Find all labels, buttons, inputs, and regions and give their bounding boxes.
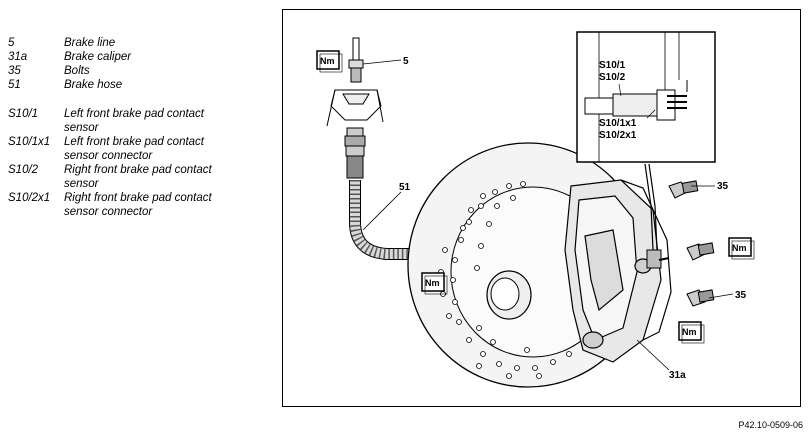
legend-row-s10-2x1: S10/2x1 Right front brake pad contact se… <box>8 191 278 219</box>
torque-label: Nm <box>732 243 747 253</box>
callout-brake-hose: 51 <box>399 182 411 193</box>
legend-row-brake-line: 5 Brake line <box>8 36 278 50</box>
legend-code: S10/2 <box>8 164 39 176</box>
leader-lines <box>362 59 734 371</box>
callout-brake-line: 5 <box>403 56 409 67</box>
legend-desc: Brake caliper <box>64 51 132 63</box>
legend-row-s10-2: S10/2 Right front brake pad contact sens… <box>8 163 278 191</box>
callout-caliper: 31a <box>669 370 686 381</box>
legend-desc: Bolts <box>64 65 90 77</box>
inset-detail: S10/1 S10/2 S10/1x1 S10/2x1 <box>576 31 716 163</box>
legend-code: S10/1 <box>8 108 39 120</box>
legend-code: 51 <box>8 79 21 91</box>
brake-assembly-diagram: S10/1 S10/2 S10/1x1 S10/2x1 5 51 35 35 3… <box>316 31 755 388</box>
inset-label-s10-2: S10/2 <box>599 72 626 83</box>
legend-desc: Right front brake pad contact sensor <box>64 164 212 190</box>
legend-row-s10-1x1: S10/1x1 Left front brake pad contact sen… <box>8 135 278 163</box>
bolt-top <box>668 180 699 199</box>
legend-row-bolts: 35 Bolts <box>8 64 278 78</box>
legend: 5 Brake line 31a Brake caliper 35 Bolts … <box>8 36 278 219</box>
brake-line <box>348 37 364 83</box>
torque-label: Nm <box>425 278 440 288</box>
legend-row-s10-1: S10/1 Left front brake pad contact senso… <box>8 107 278 135</box>
legend-desc: Brake line <box>64 37 116 49</box>
legend-desc: Left front brake pad contact sensor <box>64 108 205 134</box>
legend-row-brake-hose: 51 Brake hose <box>8 78 278 92</box>
torque-label: Nm <box>682 327 697 337</box>
inset-label-s10-1: S10/1 <box>599 60 626 71</box>
bolt-bottom <box>686 289 715 307</box>
sensor-wire <box>644 163 670 269</box>
legend-desc: Right front brake pad contact sensor con… <box>64 192 212 218</box>
legend-code: S10/2x1 <box>8 192 51 204</box>
bolt-middle <box>686 242 715 261</box>
figure-id: P42.10-0509-06 <box>738 420 803 430</box>
legend-code: 5 <box>8 37 15 49</box>
legend-desc: Brake hose <box>64 79 123 91</box>
hose-bracket <box>326 89 384 127</box>
brake-caliper <box>564 179 672 363</box>
inset-label-s10-2x1: S10/2x1 <box>599 130 637 141</box>
torque-symbol: Nm <box>728 237 755 260</box>
legend-code: 35 <box>8 65 21 77</box>
legend-desc: Left front brake pad contact sensor conn… <box>64 136 205 162</box>
legend-code: S10/1x1 <box>8 136 51 148</box>
torque-symbol: Nm <box>316 50 343 73</box>
figure-frame: S10/1 S10/2 S10/1x1 S10/2x1 5 51 35 35 3… <box>282 9 801 407</box>
torque-symbol: Nm <box>678 321 705 344</box>
inset-label-s10-1x1: S10/1x1 <box>599 118 637 129</box>
legend-row-brake-caliper: 31a Brake caliper <box>8 50 278 64</box>
callout-bolt-top: 35 <box>717 181 729 192</box>
legend-code: 31a <box>8 51 28 63</box>
torque-label: Nm <box>320 56 335 66</box>
disc-drill-holes <box>438 181 572 379</box>
torque-symbol: Nm <box>421 272 448 295</box>
callout-bolt-bottom: 35 <box>735 290 747 301</box>
